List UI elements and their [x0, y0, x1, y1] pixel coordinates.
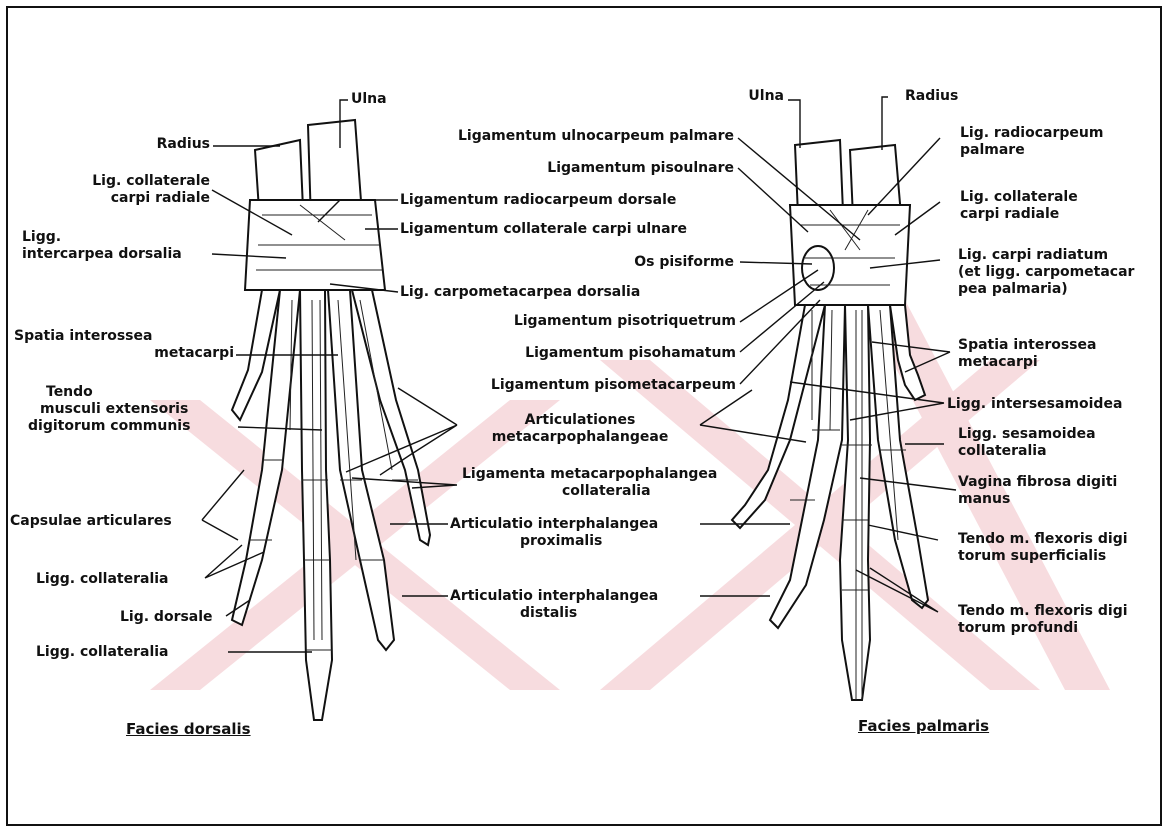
label-line: distalis [450, 605, 658, 622]
label-line: metacarpi [958, 354, 1096, 371]
label-line: Ligg. [22, 229, 182, 246]
caption-facies-dorsalis: Facies dorsalis [126, 721, 251, 738]
label-line: collateralia [958, 443, 1096, 460]
label-lig-pisotriquetrum: Ligamentum pisotriquetrum [420, 313, 736, 330]
label-lig-pisoulnare: Ligamentum pisoulnare [420, 160, 734, 177]
label-line: Articulatio interphalangea [450, 516, 658, 533]
label-palmar-spatia-interossea: Spatia interossea metacarpi [958, 337, 1096, 371]
label-palmar-ligg-sesamoidea-collateralia: Ligg. sesamoidea collateralia [958, 426, 1096, 460]
label-lig-carpometacarpea-dorsalia: Lig. carpometacarpea dorsalia [400, 284, 640, 301]
label-lig-collaterale-carpi-ulnare: Ligamentum collaterale carpi ulnare [400, 221, 687, 238]
label-ligamenta-mcp-collateralia: Ligamenta metacarpophalangea collaterali… [462, 466, 717, 500]
label-dorsal-ulna: Ulna [351, 91, 387, 108]
label-line: Tendo [28, 384, 190, 401]
label-palmar-tendo-flexoris-superficialis: Tendo m. flexoris digi torum superficial… [958, 531, 1128, 565]
label-line: Articulatio interphalangea [450, 588, 658, 605]
label-articulatio-ip-proximalis: Articulatio interphalangea proximalis [450, 516, 658, 550]
label-dorsal-radius: Radius [110, 136, 210, 153]
label-line: Ligamenta metacarpophalangea [462, 466, 717, 483]
label-line: intercarpea dorsalia [22, 246, 182, 263]
label-dorsal-ligg-collateralia-2: Ligg. collateralia [36, 644, 169, 661]
label-line: Articulationes [440, 412, 720, 429]
label-line: musculi extensoris [28, 401, 190, 418]
label-dorsal-lig-collaterale-carpi-radiale: Lig. collaterale carpi radiale [40, 173, 210, 207]
label-line: manus [958, 491, 1117, 508]
label-line: Lig. carpi radiatum [958, 247, 1134, 264]
palmar-hand-drawing [732, 140, 928, 700]
label-line: (et ligg. carpometacar [958, 264, 1134, 281]
label-line: torum superficialis [958, 548, 1128, 565]
label-os-pisiforme: Os pisiforme [520, 254, 734, 271]
label-line: carpi radiale [960, 206, 1078, 223]
label-palmar-lig-radiocarpeum-palmare: Lig. radiocarpeum palmare [960, 125, 1103, 159]
label-lig-radiocarpeum-dorsale: Ligamentum radiocarpeum dorsale [400, 192, 676, 209]
label-palmar-lig-carpi-radiatum: Lig. carpi radiatum (et ligg. carpometac… [958, 247, 1134, 298]
label-line: Lig. radiocarpeum [960, 125, 1103, 142]
label-palmar-ligg-intersesamoidea: Ligg. intersesamoidea [947, 396, 1122, 413]
label-line: Tendo m. flexoris digi [958, 603, 1128, 620]
label-line: pea palmaria) [958, 281, 1134, 298]
label-line: Spatia interossea [958, 337, 1096, 354]
label-line: palmare [960, 142, 1103, 159]
label-palmar-ulna: Ulna [700, 88, 784, 105]
label-line: Vagina fibrosa digiti [958, 474, 1117, 491]
label-line: collateralia [462, 483, 717, 500]
label-line: proximalis [450, 533, 658, 550]
label-line: Lig. collaterale [40, 173, 210, 190]
label-dorsal-spatia-interossea: Spatia interossea metacarpi [14, 328, 234, 362]
caption-facies-palmaris: Facies palmaris [858, 718, 989, 735]
label-line: Tendo m. flexoris digi [958, 531, 1128, 548]
label-line: digitorum communis [28, 418, 190, 435]
label-line: Ligg. sesamoidea [958, 426, 1096, 443]
label-line: Lig. collaterale [960, 189, 1078, 206]
label-line: metacarpophalangeae [440, 429, 720, 446]
label-line: metacarpi [14, 345, 234, 362]
label-lig-pisometacarpeum: Ligamentum pisometacarpeum [420, 377, 736, 394]
label-dorsal-tendo-extensoris: Tendo musculi extensoris digitorum commu… [28, 384, 190, 435]
label-articulationes-mcp: Articulationes metacarpophalangeae [440, 412, 720, 446]
label-dorsal-lig-dorsale: Lig. dorsale [120, 609, 213, 626]
label-palmar-tendo-flexoris-profundi: Tendo m. flexoris digi torum profundi [958, 603, 1128, 637]
label-line: torum profundi [958, 620, 1128, 637]
label-line: Spatia interossea [14, 328, 234, 345]
label-articulatio-ip-distalis: Articulatio interphalangea distalis [450, 588, 658, 622]
label-palmar-vagina-fibrosa: Vagina fibrosa digiti manus [958, 474, 1117, 508]
label-dorsal-ligg-intercarpea-dorsalia: Ligg. intercarpea dorsalia [22, 229, 182, 263]
label-palmar-radius: Radius [905, 88, 958, 105]
label-dorsal-ligg-collateralia-1: Ligg. collateralia [36, 571, 169, 588]
label-lig-ulnocarpeum-palmare: Ligamentum ulnocarpeum palmare [420, 128, 734, 145]
label-line: carpi radiale [40, 190, 210, 207]
label-dorsal-capsulae-articulares: Capsulae articulares [10, 513, 172, 530]
label-palmar-lig-collaterale-carpi-radiale: Lig. collaterale carpi radiale [960, 189, 1078, 223]
label-lig-pisohamatum: Ligamentum pisohamatum [420, 345, 736, 362]
